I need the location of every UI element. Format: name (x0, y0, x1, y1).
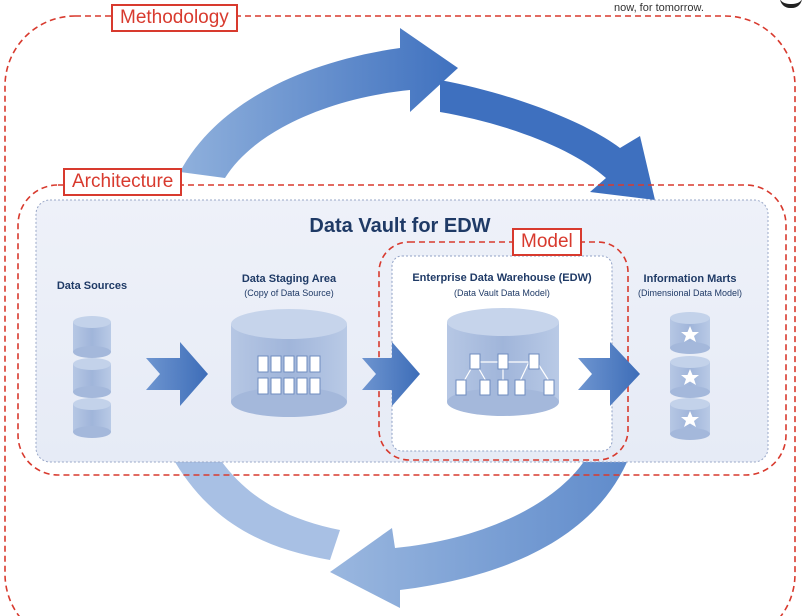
staging-table-grid (257, 355, 321, 395)
cycle-arrow-top-right (440, 80, 655, 200)
star-icon (681, 326, 699, 342)
star-icon (681, 369, 699, 385)
staging-subtitle: (Copy of Data Source) (244, 288, 334, 298)
flow-arrow-1 (146, 342, 208, 406)
star-icon (681, 411, 699, 427)
information-marts-icon (670, 312, 710, 440)
architecture-label: Architecture (63, 168, 183, 196)
cycle-arrow-bottom-left (175, 462, 340, 560)
header-tagline: now, for tomorrow. (614, 2, 704, 14)
edw-title: Enterprise Data Warehouse (EDW) (412, 272, 592, 284)
mart-cylinder (670, 356, 710, 398)
edw-database-icon (447, 308, 559, 416)
staging-database-icon (231, 309, 347, 417)
staging-title: Data Staging Area (242, 273, 337, 285)
mart-cylinder (670, 398, 710, 440)
flow-arrow-3 (578, 342, 640, 406)
brand-mark (780, 0, 802, 8)
mart-cylinder (670, 312, 710, 354)
architecture-outline (17, 184, 787, 476)
edw-subtitle: (Data Vault Data Model) (454, 288, 550, 298)
data-sources-icon (73, 316, 111, 438)
marts-subtitle: (Dimensional Data Model) (638, 288, 742, 298)
cycle-arrow-top (180, 28, 458, 178)
model-outline (378, 241, 629, 461)
marts-title: Information Marts (644, 273, 737, 285)
source-cylinder (73, 398, 111, 438)
model-label: Model (512, 228, 582, 256)
diagram-title: Data Vault for EDW (309, 215, 490, 237)
data-sources-title: Data Sources (57, 280, 127, 292)
source-cylinder (73, 358, 111, 398)
methodology-label: Methodology (111, 4, 238, 32)
source-cylinder (73, 316, 111, 358)
cycle-arrow-bottom (330, 452, 630, 608)
flow-arrow-2 (362, 342, 420, 406)
methodology-outline (4, 15, 796, 616)
